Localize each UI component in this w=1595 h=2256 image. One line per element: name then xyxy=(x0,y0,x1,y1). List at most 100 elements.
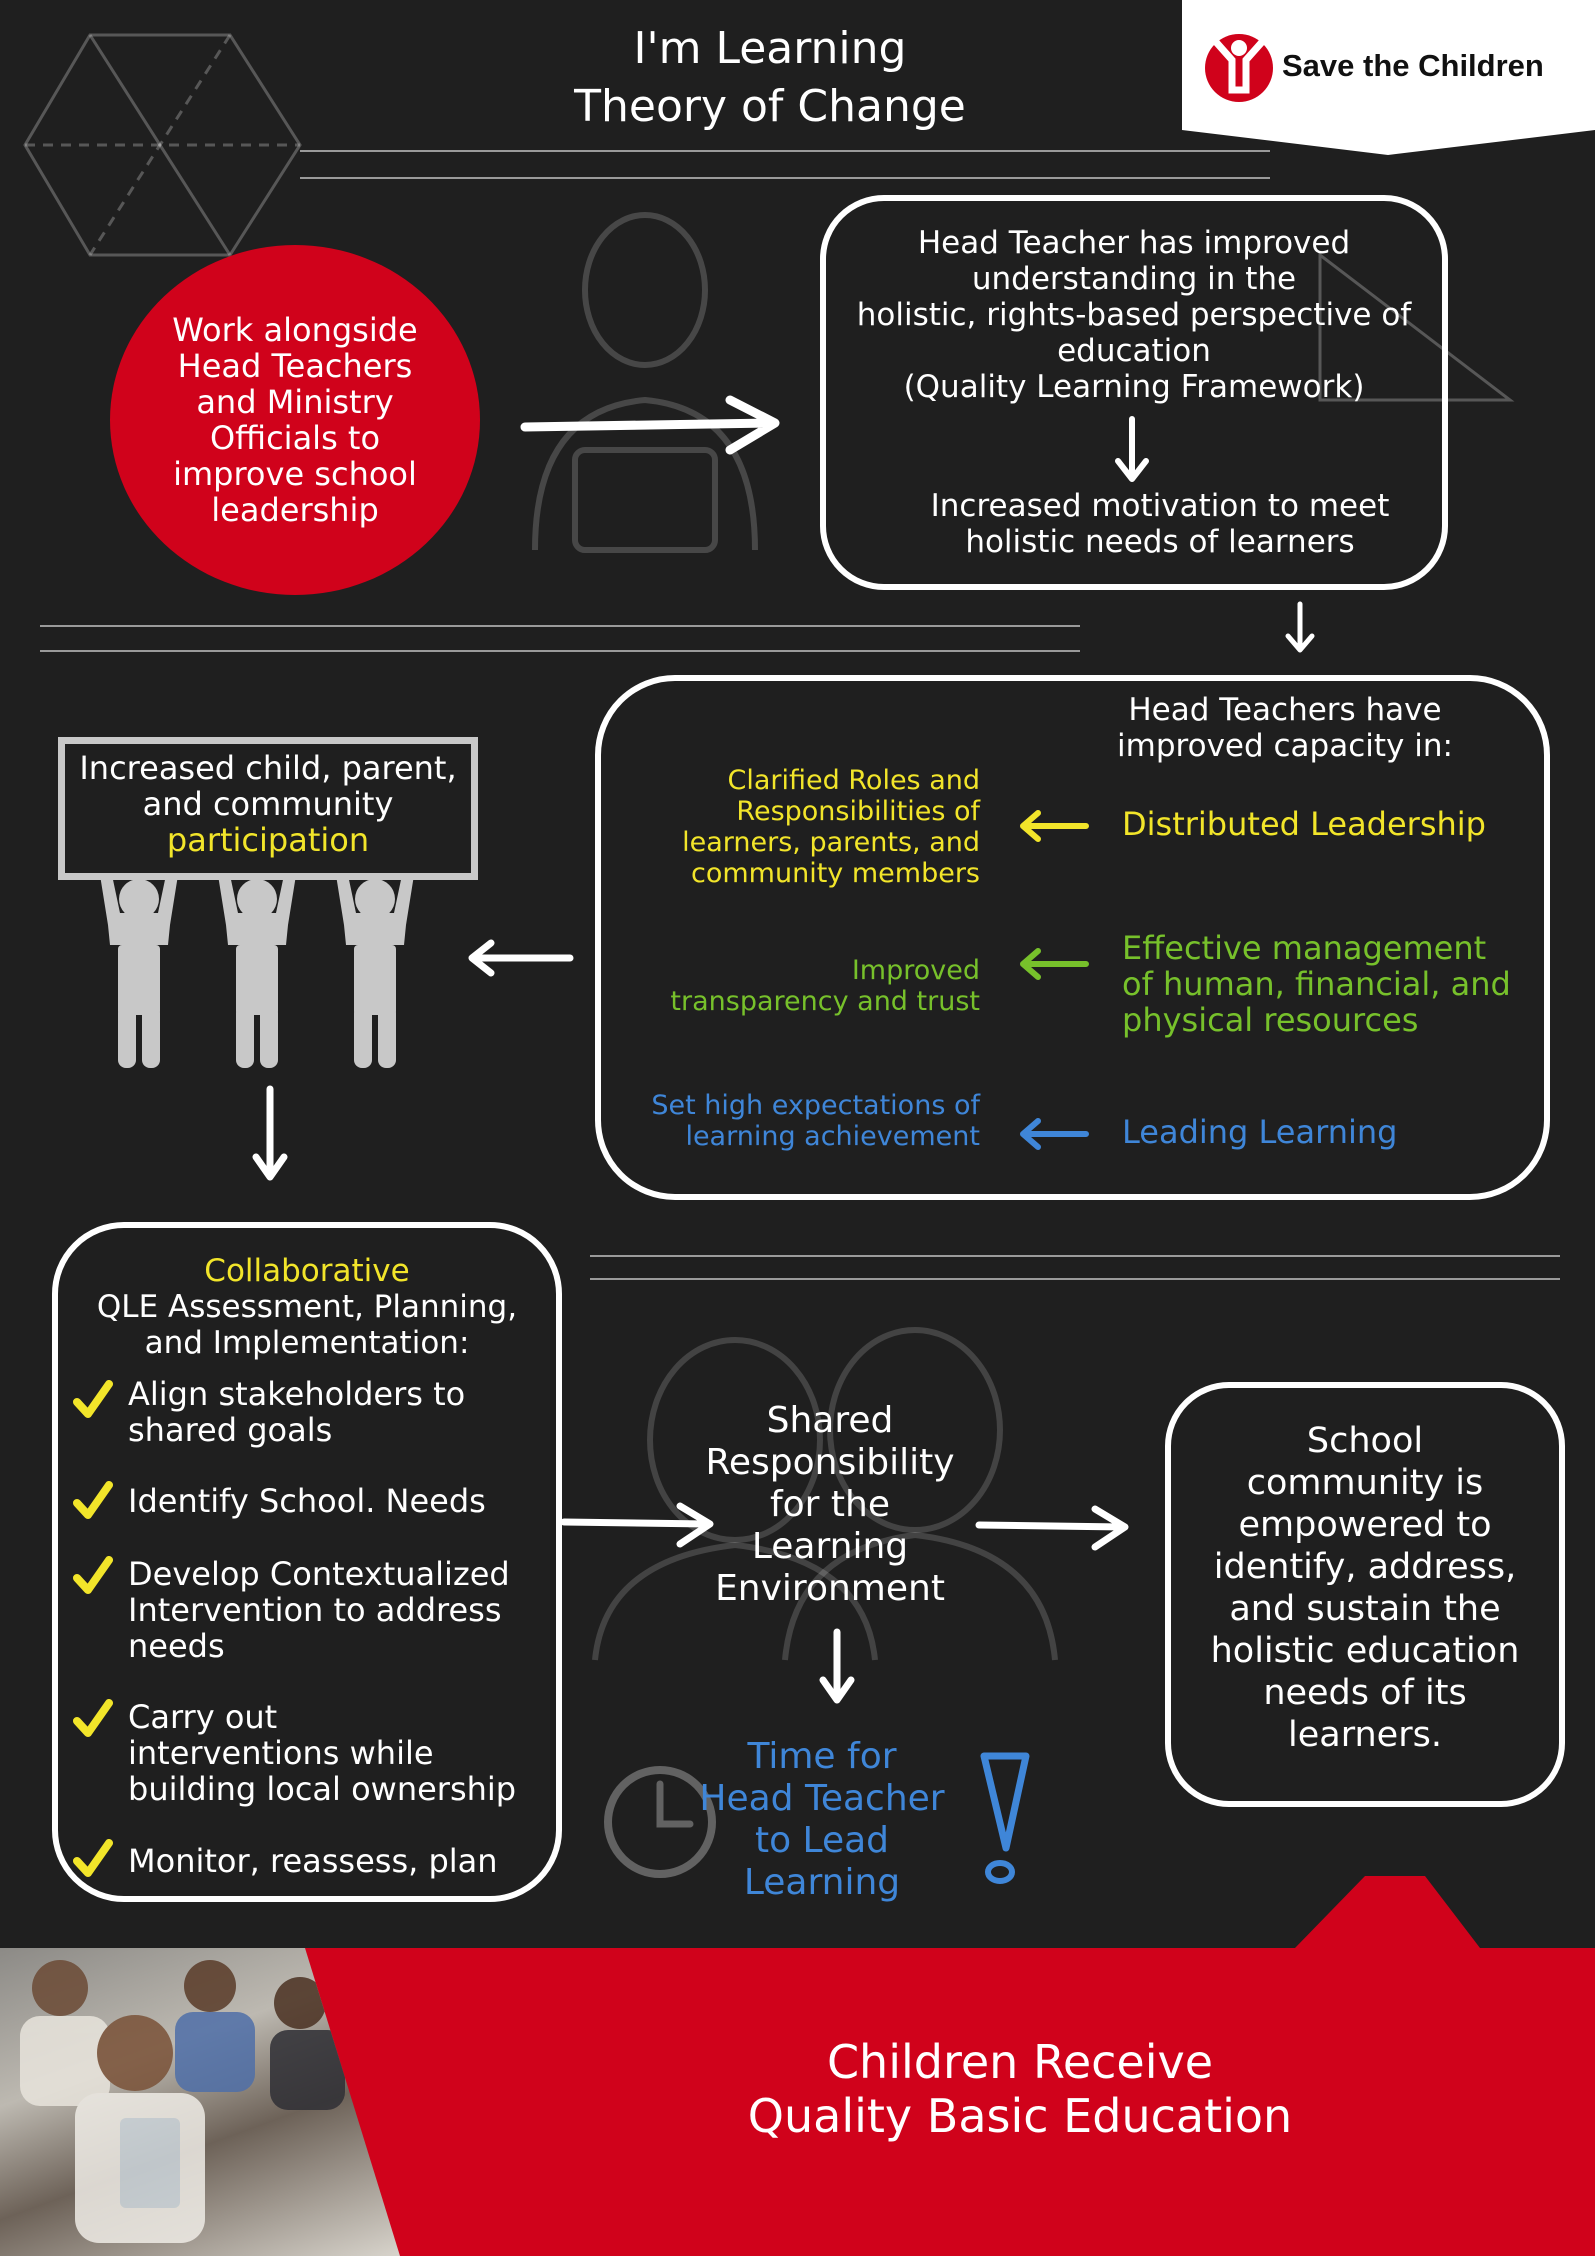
arrow-left-icon xyxy=(1020,1118,1089,1150)
capacity-line: physical resources xyxy=(1122,1001,1419,1039)
arrow-down-icon xyxy=(819,1628,855,1704)
divider-line xyxy=(300,150,1270,152)
community-line: empowered to xyxy=(1238,1505,1492,1545)
exclamation-icon xyxy=(980,1752,1030,1884)
arrow-right-icon xyxy=(560,1502,714,1548)
time-for-head-teacher-text: Time for Head Teacher to Lead Learning xyxy=(672,1736,972,1904)
capacity-distributed-leadership: Distributed Leadership xyxy=(1122,805,1542,843)
list-item-line: Identify School. Needs xyxy=(128,1482,486,1520)
list-item-text: Monitor, reassess, plan xyxy=(128,1843,558,1879)
outcome-line: community members xyxy=(691,858,980,889)
capacity-heading: Head Teachers have improved capacity in: xyxy=(1085,692,1485,764)
outcome-line: Clarified Roles and xyxy=(727,765,980,796)
box1-line: holistic, rights-based perspective of xyxy=(856,297,1412,333)
title-line-1: I'm Learning xyxy=(633,23,907,74)
checkmark-icon xyxy=(73,1481,113,1519)
box1-result-line: holistic needs of learners xyxy=(965,524,1355,560)
list-item-text: Identify School. Needs xyxy=(128,1483,558,1519)
outcome-line: learning achievement xyxy=(685,1121,980,1152)
community-line: and sustain the xyxy=(1229,1589,1501,1629)
time-line: Learning xyxy=(743,1862,901,1903)
list-item-line: needs xyxy=(128,1627,225,1665)
outcome-line: Responsibilities of xyxy=(736,796,980,827)
capacity-line: of human, financial, and xyxy=(1122,965,1511,1003)
capacity-heading-line: Head Teachers have xyxy=(1128,692,1442,728)
capacity-outcome-roles: Clarified Roles and Responsibilities of … xyxy=(620,765,980,889)
arrow-left-icon xyxy=(1020,810,1089,842)
shared-responsibility-text: Shared Responsibility for the Learning E… xyxy=(690,1400,970,1610)
community-line: needs of its xyxy=(1263,1673,1467,1713)
final-outcome-line: Children Receive xyxy=(826,2035,1214,2089)
final-outcome-line: Quality Basic Education xyxy=(747,2089,1293,2143)
list-item-line: building local ownership xyxy=(128,1770,517,1808)
start-text-line: Work alongside xyxy=(172,311,418,349)
capacity-line: Distributed Leadership xyxy=(1122,805,1486,843)
arrow-down-icon xyxy=(1115,416,1149,482)
list-item-line: interventions while xyxy=(128,1734,434,1772)
start-text-line: and Ministry xyxy=(196,383,394,421)
collaborative-heading-line: and Implementation: xyxy=(144,1325,470,1361)
box1-text: Head Teacher has improved understanding … xyxy=(826,225,1442,405)
title-line-2: Theory of Change xyxy=(574,81,966,132)
checkmark-icon xyxy=(73,1556,113,1594)
outcome-line: Set high expectations of xyxy=(651,1090,980,1121)
arrow-left-icon xyxy=(1020,948,1089,980)
participation-text: Increased child, parent, and community p… xyxy=(66,750,470,858)
collaborative-box xyxy=(52,1222,562,1902)
capacity-outcome-transparency: Improved transparency and trust xyxy=(600,955,980,1017)
save-the-children-logo-icon xyxy=(1205,34,1273,102)
participation-sign xyxy=(58,737,478,880)
checkmark-icon xyxy=(73,1699,113,1737)
collaborative-heading-line: QLE Assessment, Planning, xyxy=(96,1289,518,1325)
capacity-box xyxy=(595,675,1550,1200)
arrow-down-icon xyxy=(252,1085,288,1181)
community-line: School xyxy=(1306,1421,1424,1461)
shared-line: Learning xyxy=(751,1526,909,1567)
list-item-line: Develop Contextualized xyxy=(128,1555,510,1593)
page-title: I'm Learning Theory of Change xyxy=(470,20,1070,136)
clock-icon xyxy=(604,1766,716,1878)
box1-result: Increased motivation to meet holistic ne… xyxy=(880,488,1440,560)
time-line: to Lead xyxy=(754,1820,890,1861)
collaborative-highlight: Collaborative xyxy=(204,1253,410,1289)
list-item-text: Carry out interventions while building l… xyxy=(128,1699,558,1807)
arrow-left-icon xyxy=(468,939,574,977)
start-text-line: improve school xyxy=(173,455,417,493)
community-line: identify, address, xyxy=(1213,1547,1517,1587)
list-item-text: Align stakeholders to shared goals xyxy=(128,1376,558,1448)
participation-highlight: participation xyxy=(166,821,370,859)
participation-line: Increased child, parent, xyxy=(79,749,457,787)
list-item-line: Carry out xyxy=(128,1698,278,1736)
divider-line xyxy=(300,177,1270,179)
children-photo xyxy=(0,1948,400,2256)
chalk-sketch-people-group xyxy=(592,1327,1058,1661)
capacity-line: Effective management xyxy=(1122,929,1487,967)
community-line: learners. xyxy=(1288,1715,1442,1755)
community-empowered-text: School community is empowered to identif… xyxy=(1175,1420,1555,1756)
start-text-line: Officials to xyxy=(209,419,381,457)
divider-line xyxy=(590,1255,1560,1257)
footer-band xyxy=(0,1876,1595,2256)
list-item-line: Align stakeholders to xyxy=(128,1375,466,1413)
outcome-line: Improved xyxy=(851,955,980,986)
divider-line xyxy=(40,625,1080,627)
shared-line: Environment xyxy=(715,1568,945,1609)
shared-line: Responsibility xyxy=(705,1442,955,1483)
outcome-box-head-teacher xyxy=(820,195,1448,590)
brand-tab: Save the Children xyxy=(1182,0,1595,155)
box1-line: education xyxy=(1057,333,1211,369)
final-outcome-text: Children Receive Quality Basic Education xyxy=(600,2035,1440,2143)
community-line: community is xyxy=(1246,1463,1484,1503)
chalk-sketch-triangle xyxy=(1318,251,1515,402)
start-circle-text: Work alongside Head Teachers and Ministr… xyxy=(140,312,450,528)
capacity-effective-management: Effective management of human, financial… xyxy=(1122,930,1542,1038)
participation-line: and community xyxy=(142,785,394,823)
community-line: holistic education xyxy=(1210,1631,1520,1671)
start-circle xyxy=(110,245,480,595)
capacity-heading-line: improved capacity in: xyxy=(1117,728,1453,764)
time-line: Time for xyxy=(747,1736,897,1777)
box1-line: understanding in the xyxy=(971,261,1297,297)
shared-line: Shared xyxy=(766,1400,894,1441)
box1-line: Head Teacher has improved xyxy=(917,225,1351,261)
box1-result-line: Increased motivation to meet xyxy=(930,488,1390,524)
